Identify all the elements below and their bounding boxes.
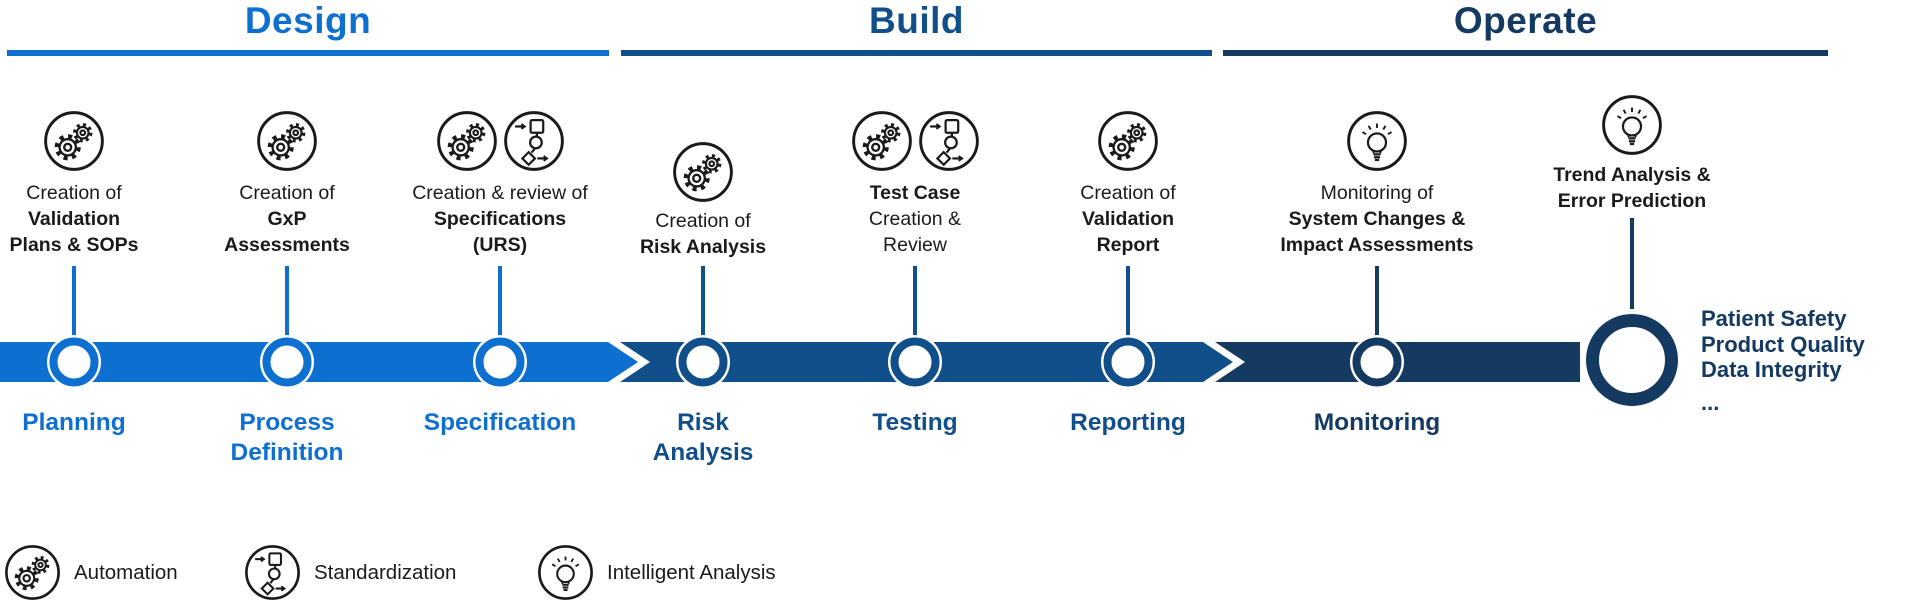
phase-underline-build (621, 50, 1212, 56)
activity-line: Report (1096, 234, 1160, 256)
activity-line: Assessments (224, 234, 350, 256)
standardization-icon (244, 544, 301, 601)
activity-specifications: Creation & review of Specifications (URS… (370, 110, 630, 258)
outcome-item: Data Integrity (1701, 357, 1842, 382)
legend-automation: Automation (4, 544, 178, 601)
milestone-label-risk-analysis: Risk Analysis (652, 409, 754, 466)
automation-icon (256, 110, 318, 172)
activity-line: Creation of (655, 210, 751, 232)
intelligent-analysis-icon (1601, 94, 1663, 156)
phase-header-operate: Operate (1453, 0, 1598, 41)
milestone-node-specification (473, 335, 527, 389)
activity-line: GxP (267, 208, 307, 230)
activity-line: System Changes & (1288, 208, 1466, 230)
activity-line: Creation of (26, 182, 122, 204)
legend-intelligent-analysis: Intelligent Analysis (537, 544, 776, 601)
intelligent-analysis-icon (537, 544, 594, 601)
milestone-node-risk-analysis (676, 335, 730, 389)
outcome-item: ... (1701, 389, 1720, 415)
milestone-label-planning: Planning (22, 409, 126, 436)
activity-system-monitoring: Monitoring of System Changes & Impact As… (1247, 110, 1507, 258)
outcome-item: Product Quality (1701, 331, 1865, 357)
activity-validation-plans: Creation of Validation Plans & SOPs (0, 110, 204, 258)
phase-underline-operate (1223, 50, 1828, 56)
activity-line: Test Case (869, 182, 961, 204)
legend-label: Intelligent Analysis (607, 560, 776, 584)
activity-line: Plans & SOPs (9, 234, 139, 256)
activity-line: Creation & review of (412, 182, 588, 204)
phase-underline-design (7, 50, 609, 56)
activity-line: Validation (27, 208, 121, 230)
milestone-label-process-definition: Process Definition (230, 409, 344, 466)
milestone-label-testing: Testing (872, 409, 958, 436)
activity-line: Creation of (239, 182, 335, 204)
legend-standardization: Standardization (244, 544, 456, 601)
automation-icon (4, 544, 61, 601)
activity-line: Risk Analysis (639, 236, 767, 258)
milestone-label-monitoring: Monitoring (1313, 409, 1441, 436)
milestone-label-reporting: Reporting (1070, 409, 1186, 436)
standardization-icon (918, 110, 980, 172)
legend-label: Automation (74, 560, 178, 584)
activity-line: Specifications (433, 208, 567, 230)
milestone-node-monitoring (1350, 335, 1404, 389)
milestone-node-planning (47, 335, 101, 389)
automation-icon (436, 110, 498, 172)
milestone-node-reporting (1101, 335, 1155, 389)
activity-gxp-assessments: Creation of GxP Assessments (157, 110, 417, 258)
activity-line: Creation & (868, 208, 962, 230)
activity-line: Monitoring of (1320, 182, 1434, 204)
milestone-node-process-definition (260, 335, 314, 389)
activity-risk-analysis: Creation of Risk Analysis (573, 141, 833, 260)
outcome-item: Patient Safety (1701, 306, 1847, 331)
activity-line: Creation of (1080, 182, 1176, 204)
standardization-icon (503, 110, 565, 172)
outcome-circle (1581, 309, 1683, 411)
activity-line: Trend Analysis & (1553, 164, 1711, 186)
activity-test-case: Test Case Creation & Review (785, 110, 1045, 258)
milestone-label-specification: Specification (423, 409, 577, 436)
activity-line: (URS) (472, 234, 528, 256)
activity-validation-report: Creation of Validation Report (998, 110, 1258, 258)
activity-line: Validation (1081, 208, 1175, 230)
phase-header-design: Design (244, 0, 372, 41)
automation-icon (851, 110, 913, 172)
automation-icon (672, 141, 734, 203)
milestone-node-testing (888, 335, 942, 389)
activity-line: Review (883, 234, 947, 256)
activity-line: Error Prediction (1557, 190, 1707, 212)
automation-icon (43, 110, 105, 172)
intelligent-analysis-icon (1346, 110, 1408, 172)
automation-icon (1097, 110, 1159, 172)
outcomes-list: Patient Safety Product Quality Data Inte… (1701, 306, 1865, 415)
activity-trend-analysis: Trend Analysis & Error Prediction (1502, 94, 1762, 214)
phase-header-build: Build (869, 0, 964, 41)
legend-label: Standardization (314, 560, 457, 584)
activity-line: Impact Assessments (1280, 234, 1474, 256)
